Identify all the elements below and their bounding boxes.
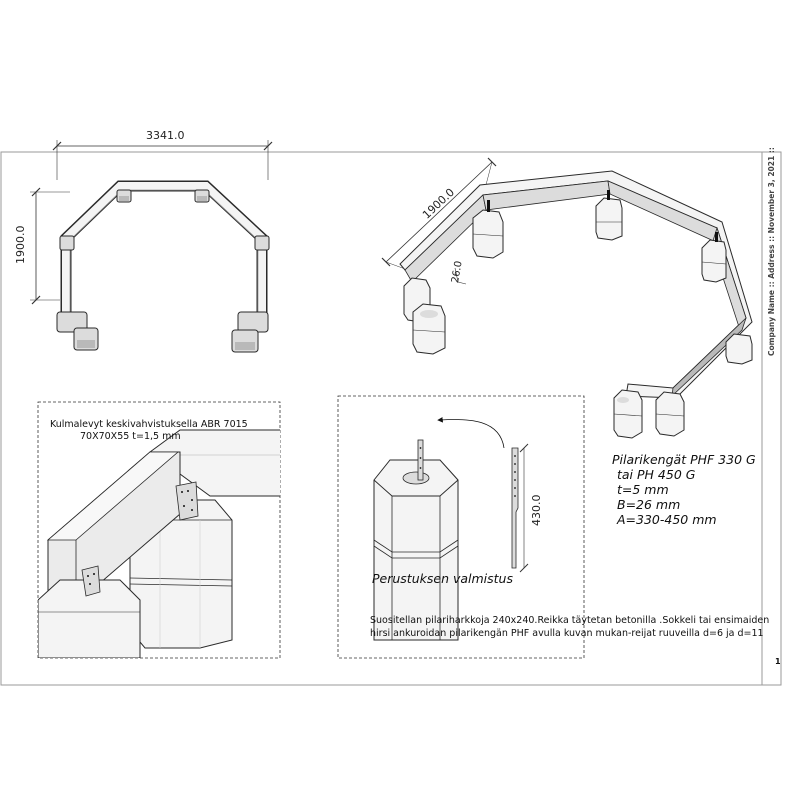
bracket-length-dimension: 430.0 [530,494,543,527]
page-number: 1 [775,657,781,666]
foundation-note-line1: Suositellan pilariharkkoja 240x240.Reikk… [370,615,770,626]
corner-detail-line1: Kulmalevyt keskivahvistuksella ABR 7015 [50,419,248,430]
foundation-label: Perustuksen valmistus [372,571,513,586]
title-block-meta: Company Name :: Address :: November 3, 2… [767,147,776,356]
plan-view [30,140,273,353]
plan-depth-dimension: 1900.0 [14,225,27,265]
spec-line4: B=26 mm [617,497,681,512]
foundation-detail [337,395,585,659]
foundation-note-line2: hirsi ankuroidan pilarikengän PHF avulla… [370,628,764,639]
plan-width-dimension: 3341.0 [146,129,185,142]
isometric-view [381,157,753,439]
spec-line5: A=330-450 mm [617,512,717,527]
corner-detail-line2: 70X70X55 t=1,5 mm [80,431,181,442]
corner-detail [37,401,281,659]
spec-line1: Pilarikengät PHF 330 G [612,452,756,467]
sheet-frame [0,151,782,686]
spec-line2: tai PH 450 G [617,467,696,482]
spec-line3: t=5 mm [617,482,669,497]
